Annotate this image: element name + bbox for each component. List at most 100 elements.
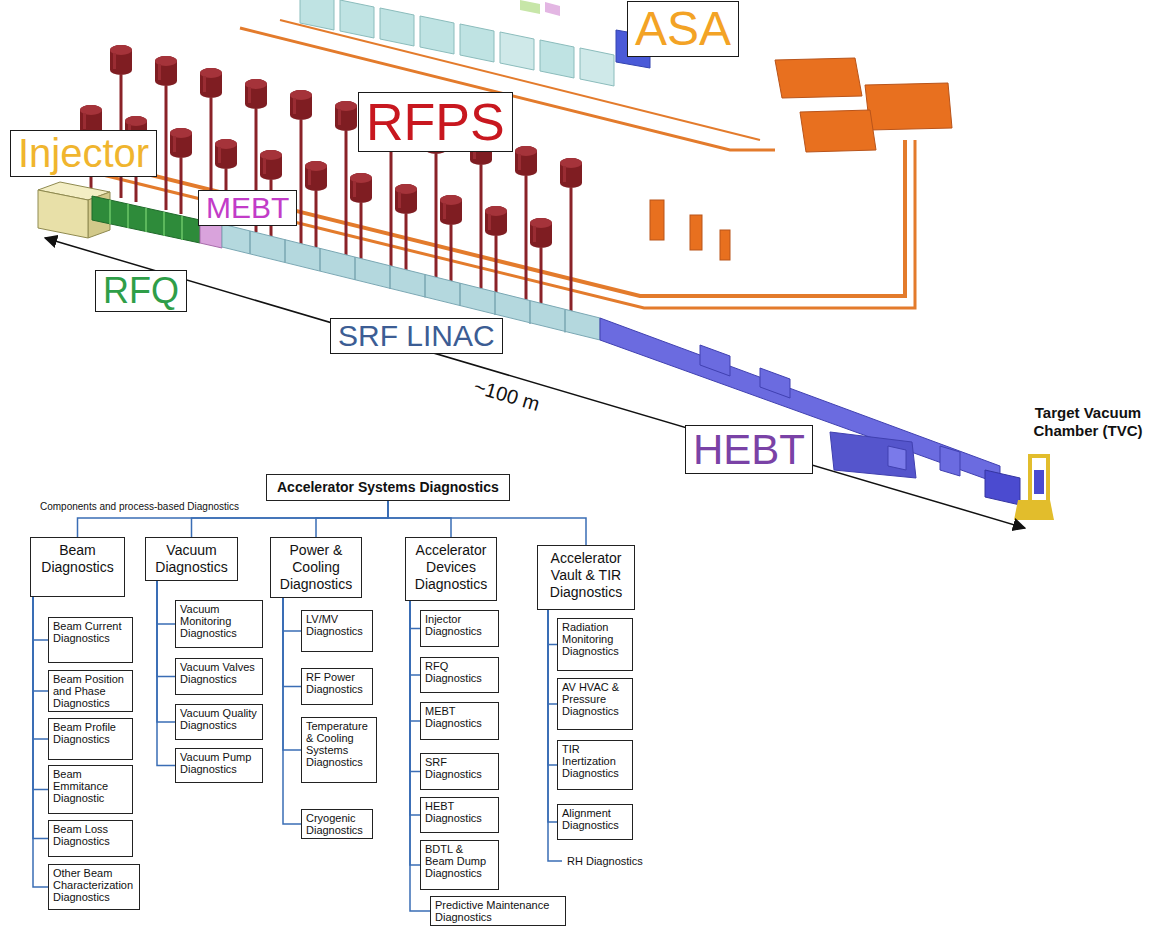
rf-power-tanks-part <box>215 139 237 169</box>
tree-connector <box>388 501 451 537</box>
tree-connector <box>157 581 175 624</box>
tree-connector <box>410 601 420 815</box>
section-label-box: HEBT <box>685 425 813 474</box>
tree-connector <box>33 597 48 739</box>
diagnostic-box: Predictive Maintenance Diagnostics <box>430 896 566 926</box>
rf-power-tanks-part <box>290 90 312 120</box>
box-text: Vacuum Monitoring Diagnostics <box>180 603 258 639</box>
diagnostic-box: Vacuum Quality Diagnostics <box>175 704 263 740</box>
tree-connector <box>548 610 557 645</box>
rf-power-tanks-part <box>260 150 282 180</box>
tree-connector <box>283 598 301 687</box>
box-text: HEBT Diagnostics <box>425 800 494 824</box>
category-box: Vacuum Diagnostics <box>145 537 238 581</box>
tree-connector <box>410 601 420 865</box>
box-text: RFPS <box>366 93 505 151</box>
diagnostic-box: TIR Inertization Diagnostics <box>557 740 633 790</box>
tree-connector <box>157 581 175 722</box>
category-box: Beam Diagnostics <box>30 537 125 597</box>
box-text: Beam Emmitance Diagnostic <box>53 768 128 804</box>
box-text: SRF LINAC <box>338 319 495 353</box>
waveguide-drops <box>91 75 571 311</box>
box-text: Vacuum Diagnostics <box>150 542 233 576</box>
diagnostic-box: Vacuum Monitoring Diagnostics <box>175 600 263 648</box>
hebt-line <box>600 318 1000 484</box>
box-text: ASA <box>635 2 731 56</box>
diagnostic-box: Alignment Diagnostics <box>557 804 633 840</box>
asa-modules-part <box>540 40 574 78</box>
box-text: LV/MV Diagnostics <box>306 613 368 637</box>
box-text: TIR Inertization Diagnostics <box>562 743 628 779</box>
orange-equipment-part <box>800 110 876 152</box>
hebt-line-part <box>888 446 906 470</box>
box-text: HEBT <box>693 426 805 473</box>
note-text: Components and process-based Diagnostics <box>40 501 239 513</box>
box-text: BDTL & Beam Dump Diagnostics <box>425 843 494 879</box>
orange-equipment-part <box>865 83 952 130</box>
rf-power-tanks-part <box>515 146 537 176</box>
rf-power-tanks-part <box>335 101 357 131</box>
tree-connector <box>157 581 175 677</box>
hebt-line-part <box>700 345 730 376</box>
tree-connector <box>548 610 557 704</box>
diagnostic-box: Beam Loss Diagnostics <box>48 820 133 857</box>
target-vacuum-chamber <box>985 456 1054 520</box>
tree-connector <box>410 601 420 629</box>
box-text: RFQ <box>103 271 179 311</box>
rf-power-tanks-part <box>395 184 417 214</box>
rf-power-tanks-part <box>110 45 132 75</box>
box-text: MEBT <box>206 191 289 225</box>
root-box: Accelerator Systems Diagnostics <box>266 474 510 501</box>
length-dimension <box>45 238 1025 528</box>
box-text: Temperature & Cooling Systems Diagnostic… <box>306 720 372 768</box>
tree-connector <box>316 501 388 537</box>
diagnostic-box: MEBT Diagnostics <box>420 702 499 740</box>
box-text: Other Beam Characterization Diagnostics <box>53 867 135 903</box>
diagnostic-box: Beam Profile Diagnostics <box>48 718 133 760</box>
tree-connector <box>548 610 557 822</box>
orange-equipment-part <box>650 200 664 240</box>
asa-modules-part <box>580 48 614 86</box>
category-box: Accelerator Devices Diagnostics <box>405 537 497 601</box>
rf-power-tanks-part <box>155 56 177 86</box>
tree-connector <box>33 597 48 640</box>
box-text: Accelerator Systems Diagnostics <box>277 479 499 496</box>
target-vacuum-chamber-part <box>1014 500 1054 520</box>
orange-equipment-part <box>720 230 730 260</box>
box-text: MEBT Diagnostics <box>425 705 494 729</box>
asa-modules-part <box>420 16 454 54</box>
box-text: Alignment Diagnostics <box>562 807 628 831</box>
section-label-box: SRF LINAC <box>330 318 503 354</box>
diagnostic-box: Beam Position and Phase Diagnostics <box>48 670 133 712</box>
rfq-section <box>92 196 200 243</box>
section-label-box: ASA <box>627 1 739 57</box>
category-box: Accelerator Vault & TIR Diagnostics <box>537 545 635 610</box>
box-text: Vacuum Valves Diagnostics <box>180 661 258 685</box>
injector-unit-part <box>38 190 88 238</box>
diagnostic-box: Vacuum Valves Diagnostics <box>175 658 263 695</box>
callout-label: Target Vacuum Chamber (TVC) <box>1030 404 1146 440</box>
box-text: Power & Cooling Diagnostics <box>275 542 357 593</box>
rf-power-tanks-part <box>170 128 192 158</box>
tree-connector <box>33 597 48 839</box>
box-text: Predictive Maintenance Diagnostics <box>435 899 561 923</box>
tree-connector <box>410 601 420 772</box>
box-text: RFQ Diagnostics <box>425 660 494 684</box>
orange-equipment-part <box>775 58 862 98</box>
diagnostic-box: Vacuum Pump Diagnostics <box>175 748 263 783</box>
rf-power-tanks-part <box>485 206 507 236</box>
rf-power-tanks-part <box>200 68 222 98</box>
box-text: Radiation Monitoring Diagnostics <box>562 621 628 657</box>
tree-connector <box>33 597 48 790</box>
diagnostic-box: Beam Emmitance Diagnostic <box>48 765 133 814</box>
box-text: Beam Position and Phase Diagnostics <box>53 673 128 709</box>
diagnostic-box: RFQ Diagnostics <box>420 657 499 693</box>
diagnostic-box: HEBT Diagnostics <box>420 797 499 833</box>
box-text: Accelerator Devices Diagnostics <box>410 542 492 593</box>
diagnostic-box: SRF Diagnostics <box>420 753 499 790</box>
tree-connector <box>33 597 48 887</box>
hebt-line-part <box>830 432 916 478</box>
asa-modules-part <box>520 0 540 14</box>
